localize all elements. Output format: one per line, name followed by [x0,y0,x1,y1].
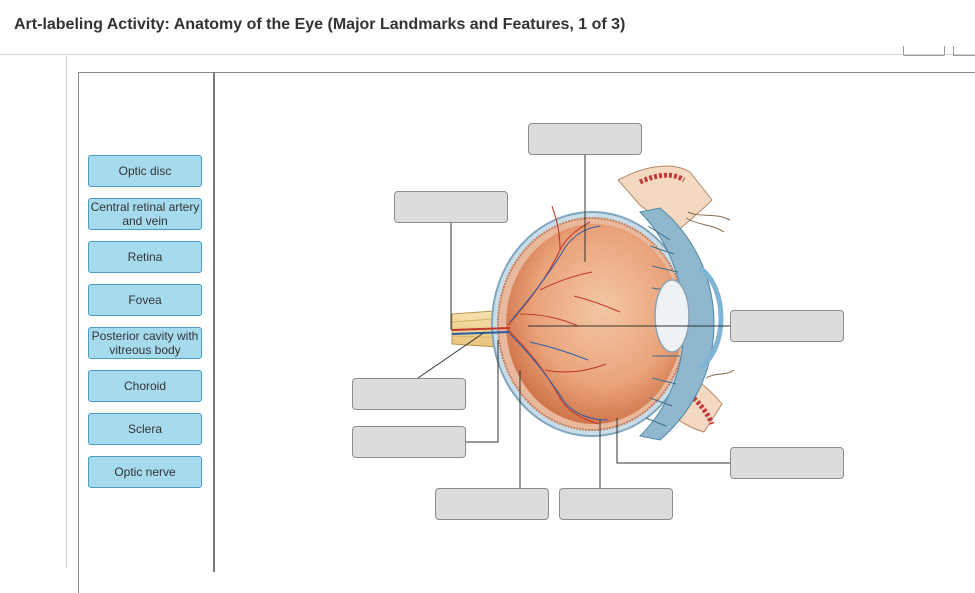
drop-target-8[interactable] [559,488,673,520]
label-tile-posterior-cavity[interactable]: Posterior cavity with vitreous body [88,327,202,359]
drop-target-5[interactable] [352,426,466,458]
page-title: Art-labeling Activity: Anatomy of the Ey… [14,16,626,33]
label-tile-choroid[interactable]: Choroid [88,370,202,402]
toolbar-tab-2[interactable] [953,46,975,56]
leader-lines [417,155,730,488]
activity-canvas [78,72,975,593]
lens [654,279,690,353]
label-tile-optic-nerve[interactable]: Optic nerve [88,456,202,488]
toolbar-tab-1[interactable] [903,46,945,56]
left-margin-divider [66,56,67,568]
cornea [698,265,724,371]
retinal-vessels [507,205,621,425]
drop-target-3[interactable] [730,310,844,342]
drop-target-1[interactable] [528,123,642,155]
eye-anatomy-diagram [417,155,735,488]
drop-target-7[interactable] [435,488,549,520]
drop-target-2[interactable] [394,191,508,223]
label-tile-fovea[interactable]: Fovea [88,284,202,316]
label-tile-sclera[interactable]: Sclera [88,413,202,445]
label-tile-retina[interactable]: Retina [88,241,202,273]
label-tile-optic-disc[interactable]: Optic disc [88,155,202,187]
vitreous-body [506,224,682,424]
header-divider [0,54,975,55]
drop-target-4[interactable] [352,378,466,410]
drop-target-6[interactable] [730,447,844,479]
label-tile-central-retinal-artery-and-vein[interactable]: Central retinal artery and vein [88,198,202,230]
label-bank [78,72,215,572]
